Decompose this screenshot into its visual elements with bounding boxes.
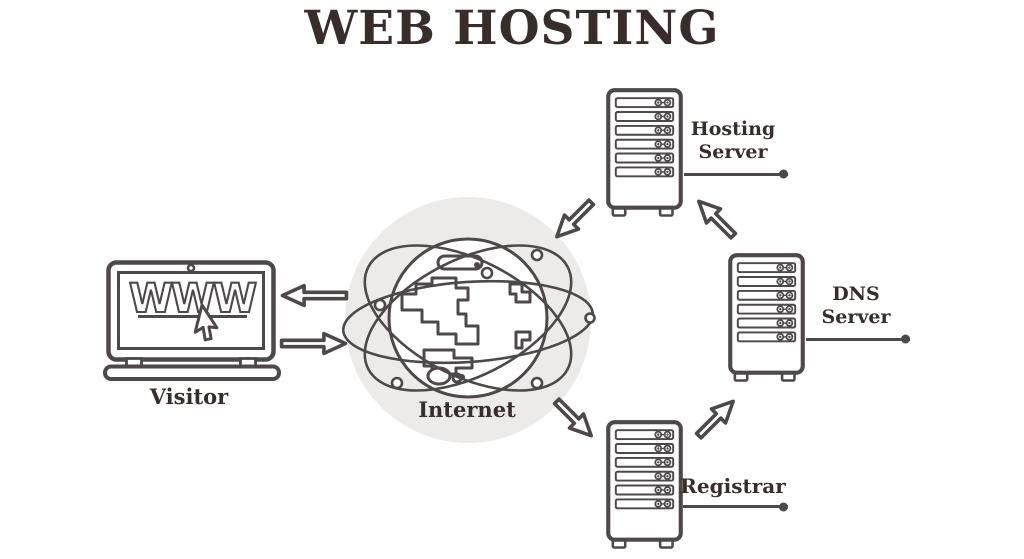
hosting-server-connector-line <box>684 169 788 179</box>
registrar-connector-line <box>683 502 788 511</box>
dns-server-connector-line <box>806 334 910 344</box>
server-tower-icon <box>727 252 806 386</box>
connector-endpoint-dot <box>901 334 910 344</box>
registrar-label: Registrar <box>680 474 786 498</box>
arrow-right-visitor-to-internet-icon <box>277 330 351 357</box>
internet-label: Internet <box>418 397 516 422</box>
arrow-up-left-dns-to-hosting-icon <box>687 189 746 248</box>
globe-network-icon <box>341 197 596 443</box>
connector-endpoint-dot <box>779 502 788 511</box>
visitor-label: Visitor <box>149 384 229 409</box>
hosting-server-label: Hosting Server <box>690 118 776 164</box>
connector-endpoint-dot <box>779 169 788 179</box>
arrow-left-internet-to-visitor-icon <box>277 282 351 309</box>
page-title: WEB HOSTING <box>304 1 720 56</box>
internet-node <box>338 190 598 450</box>
laptop-www-icon: WWW <box>103 260 281 381</box>
visitor-node: WWW <box>103 258 281 383</box>
arrow-up-right-registrar-to-dns-icon <box>687 389 746 448</box>
dns-server-node <box>727 252 806 386</box>
dns-server-label: DNS Server <box>821 283 891 329</box>
